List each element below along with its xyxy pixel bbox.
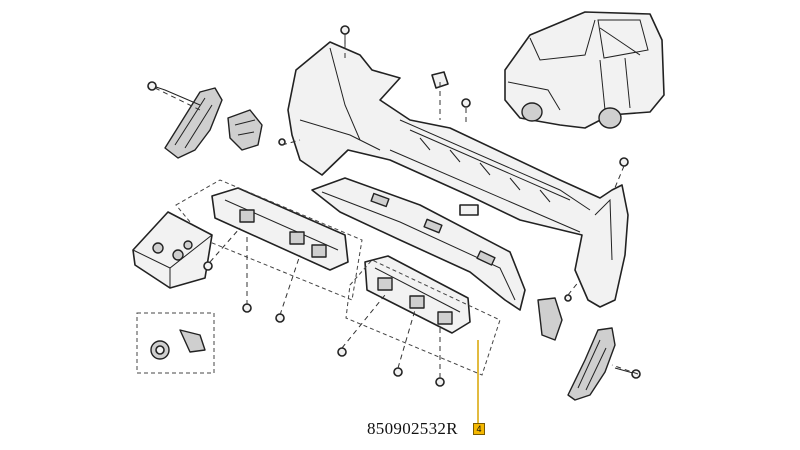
lower-diffuser [311,177,526,311]
left-clip-assembly [227,109,263,151]
assembly-guides [175,179,501,376]
left-side-bracket [147,81,223,159]
leader-lines [154,35,639,423]
hardware-kit-box [132,211,213,289]
part-number-label: 850902532R [367,419,458,438]
sensor-detail-box [136,312,215,374]
callout-badge[interactable]: 4 [473,423,485,435]
rear-bumper-cover [287,41,629,308]
right-clip [537,297,563,341]
right-side-bracket [567,327,641,401]
right-impact-absorber [364,255,471,334]
vehicle-thumbnail [504,11,665,129]
fasteners [203,25,629,387]
